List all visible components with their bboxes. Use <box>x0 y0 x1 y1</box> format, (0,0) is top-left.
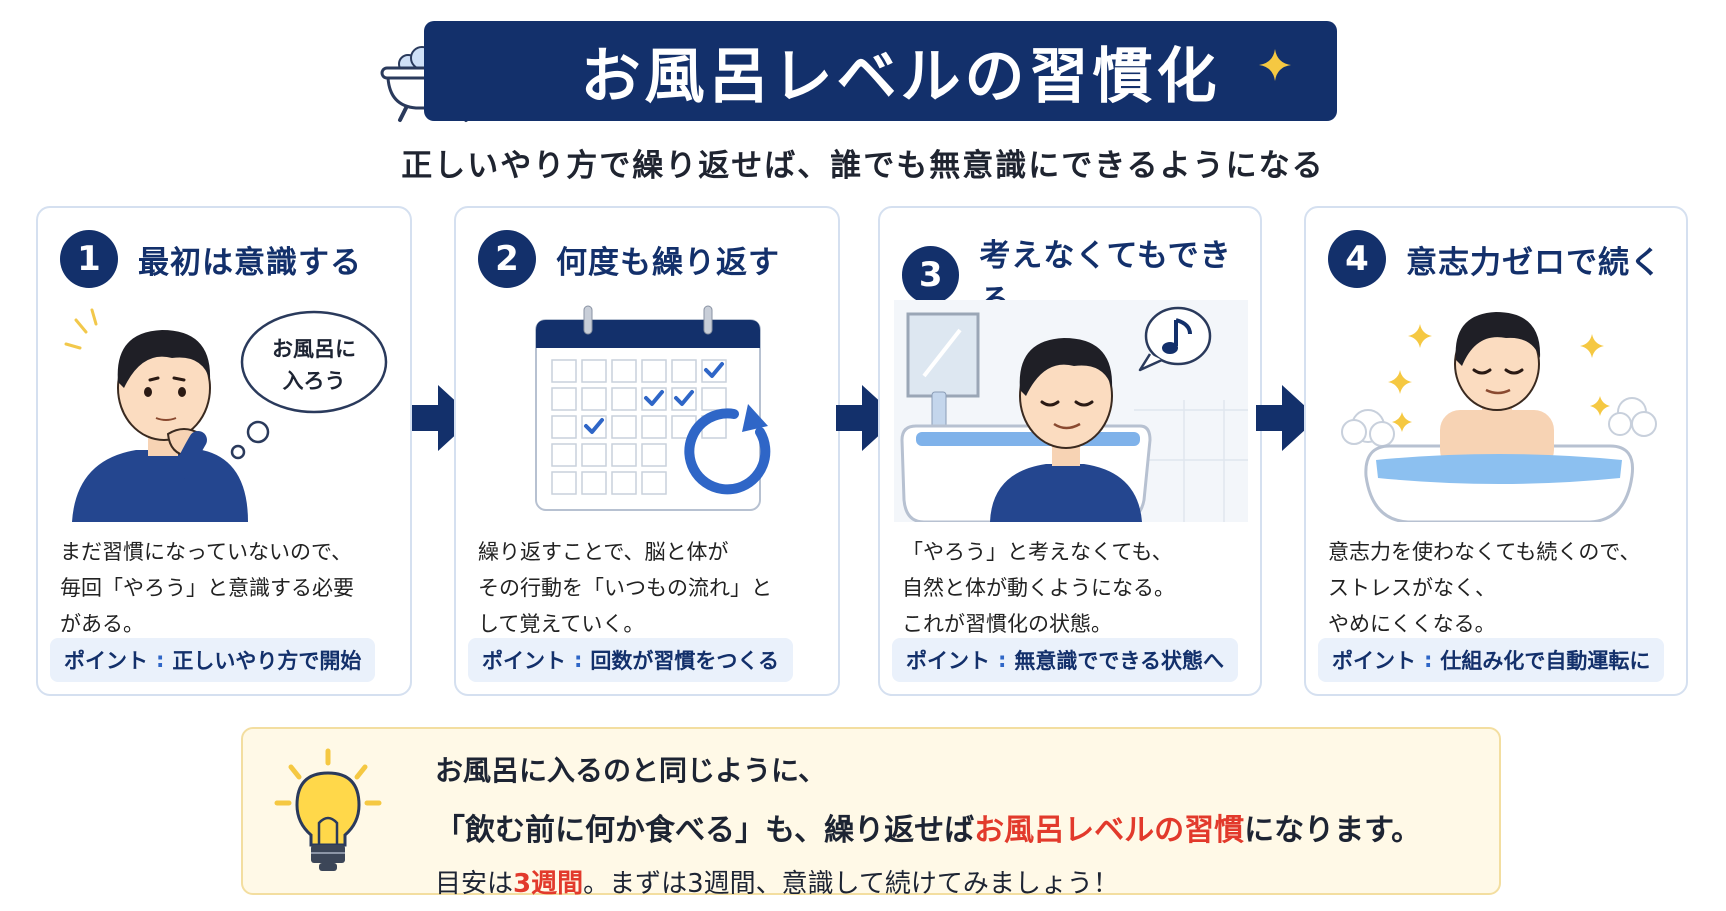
title-banner: お風呂レベルの習慣化 <box>424 21 1337 121</box>
step-number: 3 <box>902 246 960 304</box>
point-badge: ポイント:回数が習慣をつくる <box>468 638 793 682</box>
tip-line-2: 「飲む前に何か食べる」も、繰り返せばお風呂レベルの習慣になります。 <box>435 805 1421 849</box>
tip-highlight: お風呂レベルの習慣 <box>974 813 1245 848</box>
tip-text: になります。 <box>1244 813 1422 848</box>
point-label: ポイント <box>906 649 990 673</box>
point-label: ポイント <box>482 649 566 673</box>
step-number: 2 <box>478 230 536 288</box>
step-description: 「やろう」と考えなくても、 自然と体が動くようになる。 これが習慣化の状態。 <box>902 534 1242 642</box>
light-bulb-icon <box>274 748 382 871</box>
point-label: ポイント <box>64 649 148 673</box>
desc-line: がある。 <box>60 612 144 636</box>
step-card-2: 2 何度も繰り返す 繰り返すことで、脳と体が その行動を「いつもの流れ」と して… <box>454 206 840 696</box>
step-card-3: 3 考えなくてもできる 「やろう」と考えなくても、 自然と体が動くようになる。 … <box>878 206 1262 696</box>
bubble-line-2: 入ろう <box>283 369 346 393</box>
step-card-1: 1 最初は意識する お風呂に 入ろう まだ習慣になっていないので、 毎回「やろう… <box>36 206 412 696</box>
step-title: 何度も繰り返す <box>556 244 780 281</box>
step-number: 1 <box>60 230 118 288</box>
tip-highlight: 3週間 <box>513 869 584 899</box>
music-note-icon <box>1138 306 1212 372</box>
step-description: 意志力を使わなくても続くので、 ストレスがなく、 やめにくくなる。 <box>1328 534 1668 642</box>
point-label: ポイント <box>1332 649 1416 673</box>
tip-text: 「飲む前に何か食べる」も、繰り返せば <box>435 813 975 848</box>
arrow-right-icon <box>836 385 898 451</box>
sparkle-icon <box>1388 324 1610 432</box>
subtitle: 正しいやり方で繰り返せば、誰でも無意識にできるようになる <box>401 148 1325 184</box>
point-text: 正しいやり方で開始 <box>172 649 362 673</box>
bubble-line-1: お風呂に <box>272 337 356 361</box>
repeat-arrow-icon <box>684 404 771 495</box>
desc-line: やめにくくなる。 <box>1328 612 1496 636</box>
thinking-man-icon: お風呂に 入ろう <box>64 308 388 522</box>
point-badge: ポイント:無意識でできる状態へ <box>892 638 1238 682</box>
point-text: 回数が習慣をつくる <box>590 649 779 673</box>
step-title: 最初は意識する <box>138 244 362 281</box>
man-in-bath-icon <box>1341 312 1657 522</box>
desc-line: まだ習慣になっていないので、 <box>60 540 353 564</box>
relaxed-man-bathroom-icon <box>894 300 1248 522</box>
arrow-right-icon <box>412 385 474 451</box>
thought-bubble-icon: お風呂に 入ろう <box>230 310 388 460</box>
step-description: 繰り返すことで、脳と体が その行動を「いつもの流れ」と して覚えていく。 <box>478 534 818 642</box>
desc-line: ストレスがなく、 <box>1328 576 1496 600</box>
tip-box: お風呂に入るのと同じように、 「飲む前に何か食べる」も、繰り返せばお風呂レベルの… <box>241 727 1501 899</box>
point-text: 無意識でできる状態へ <box>1014 649 1224 673</box>
page-title: お風呂レベルの習慣化 <box>580 41 1221 112</box>
desc-line: 繰り返すことで、脳と体が <box>478 540 729 564</box>
tip-text: 目安は <box>435 869 514 899</box>
step-title: 考えなくてもできる <box>979 238 1232 319</box>
tip-line-1: お風呂に入るのと同じように、 <box>435 754 827 787</box>
desc-line: 自然と体が動くようになる。 <box>902 576 1175 600</box>
desc-line: 毎回「やろう」と意識する必要 <box>60 576 354 600</box>
desc-line: 意志力を使わなくても続くので、 <box>1328 540 1641 564</box>
step-card-4: 4 意志力ゼロで続く 意志力を使わなくても続くので、 ストレスがなく、 やめにく… <box>1304 206 1688 696</box>
point-badge: ポイント:正しいやり方で開始 <box>50 638 376 682</box>
sparkle-icon <box>1259 49 1291 81</box>
point-badge: ポイント:仕組み化で自動運転に <box>1318 638 1665 682</box>
step-title: 意志力ゼロで続く <box>1406 244 1662 281</box>
desc-line: して覚えていく。 <box>478 612 645 636</box>
tip-line-3: 目安は3週間。まずは3週間、意識して続けてみましょう！ <box>435 863 1421 900</box>
desc-line: これが習慣化の状態。 <box>902 612 1112 636</box>
step-number: 4 <box>1328 230 1386 288</box>
desc-line: その行動を「いつもの流れ」と <box>478 576 772 600</box>
point-text: 仕組み化で自動運転に <box>1440 649 1651 673</box>
tip-text: 。まずは3週間、意識して続けてみましょう！ <box>583 869 1119 899</box>
desc-line: 「やろう」と考えなくても、 <box>902 540 1173 564</box>
arrow-right-icon <box>1256 385 1318 451</box>
step-description: まだ習慣になっていないので、 毎回「やろう」と意識する必要 がある。 <box>60 534 400 642</box>
calendar-check-icon <box>535 305 771 511</box>
